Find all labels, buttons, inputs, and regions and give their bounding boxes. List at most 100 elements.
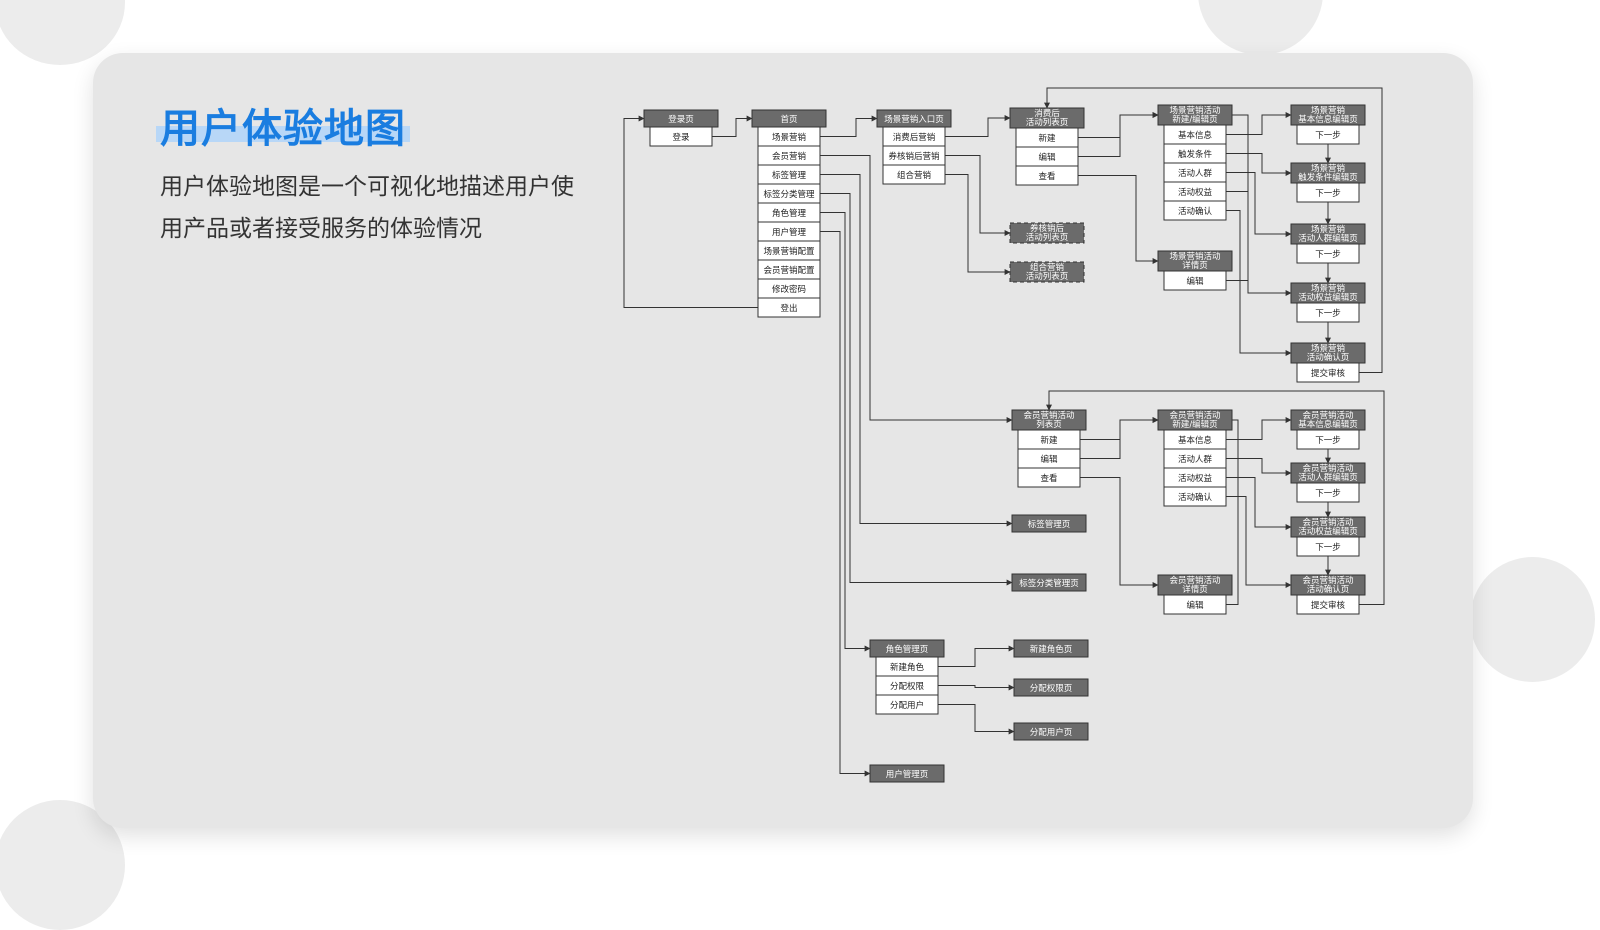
node-title: 活动列表页 [1026, 271, 1069, 282]
node-item: 编辑 [1186, 600, 1204, 611]
node-title: 角色管理页 [886, 644, 929, 655]
connector [938, 684, 1015, 691]
node-title: 场景营销 [1311, 224, 1346, 235]
connector [820, 115, 878, 137]
connector [1226, 153, 1292, 176]
node-item: 分配用户 [890, 700, 924, 711]
node-item: 场景营销配置 [763, 246, 815, 257]
connector [820, 193, 1013, 586]
node-title: 详情页 [1182, 260, 1208, 271]
node-title: 会员营销活动 [1302, 463, 1354, 474]
node-title: 会员营销活动 [1302, 517, 1354, 528]
node-title: 新建/编辑页 [1172, 114, 1217, 125]
node-item-cell [1015, 165, 1079, 186]
node-item: 活动权益 [1178, 473, 1213, 484]
node-title: 基本信息编辑页 [1298, 419, 1358, 430]
connector [1078, 112, 1159, 157]
node-tag-page: 标签管理页 [1011, 514, 1087, 533]
node-item-cell [1163, 270, 1227, 291]
connector [1080, 477, 1159, 588]
node-title: 活动列表页 [1026, 232, 1069, 243]
node-title: 新建/编辑页 [1172, 419, 1217, 430]
connector [1226, 210, 1292, 356]
node-title: 登录页 [668, 114, 694, 125]
node-title: 活动人群编辑页 [1298, 472, 1358, 483]
page-description: 用户体验地图是一个可视化地描述用户使用产品或者接受服务的体验情况 [160, 174, 574, 242]
node-item: 下一步 [1315, 489, 1341, 499]
node-tagcat-page: 标签分类管理页 [1011, 573, 1087, 592]
title-highlight [156, 126, 410, 142]
node-item: 下一步 [1315, 189, 1341, 199]
node-header [1009, 261, 1085, 283]
node-item: 组合营销 [897, 170, 932, 181]
node-user-page: 用户管理页 [869, 764, 945, 783]
node-header [1011, 514, 1087, 533]
connector [1226, 458, 1292, 476]
node-title: 标签分类管理页 [1019, 578, 1079, 589]
node-item-cell [875, 694, 939, 715]
node-title: 场景营销活动 [1169, 251, 1221, 262]
node-title: 场景营销 [1311, 163, 1346, 174]
node-item: 下一步 [1315, 309, 1341, 319]
node-item: 触发条件 [1178, 149, 1213, 160]
experience-map-diagram: 登录页登录首页场景营销会员营销标签管理标签分类管理角色管理用户管理场景营销配置会… [623, 87, 1385, 783]
node-title: 活动列表页 [1026, 117, 1069, 128]
node-item: 基本信息 [1178, 435, 1213, 446]
node-item-cell [1296, 536, 1360, 557]
node-item: 标签管理 [772, 170, 807, 181]
node-item-cell [1296, 362, 1360, 383]
connector [1080, 417, 1159, 440]
connector [820, 231, 871, 777]
node-item: 活动权益 [1178, 187, 1213, 198]
node-item-cell [1163, 594, 1227, 615]
connector [1078, 112, 1159, 138]
node-item: 标签分类管理 [763, 189, 815, 200]
node-perm-page: 分配权限页 [1013, 678, 1089, 697]
connector [623, 115, 820, 308]
node-title: 场景营销 [1311, 283, 1346, 294]
node-title: 新建角色页 [1030, 644, 1073, 655]
node-title: 列表页 [1036, 419, 1062, 430]
node-item: 场景营销 [772, 132, 807, 143]
node-item: 新建角色 [890, 662, 925, 673]
node-title: 活动权益编辑页 [1298, 292, 1358, 303]
node-item-cell [1296, 182, 1360, 203]
node-item-cell [1163, 486, 1227, 507]
page-title: 用户体验地图 [160, 106, 406, 152]
connector [945, 155, 1011, 236]
node-item-cell [1296, 243, 1360, 264]
node-item: 活动确认 [1178, 206, 1213, 217]
node-item-cell [882, 164, 946, 185]
node-header [1013, 722, 1089, 741]
node-title: 分配用户页 [1030, 727, 1073, 738]
node-title: 组合营销 [1030, 262, 1065, 273]
connector [712, 115, 753, 137]
node-title: 活动确认页 [1307, 352, 1350, 363]
connector [820, 174, 1013, 527]
node-item: 活动人群 [1178, 168, 1213, 179]
node-item: 提交审核 [1311, 368, 1346, 379]
connector [1226, 417, 1292, 440]
connector [945, 115, 1011, 137]
node-title: 场景营销 [1311, 343, 1346, 354]
node-item: 下一步 [1315, 250, 1341, 260]
connector [1046, 390, 1385, 605]
node-item-cell [1017, 467, 1081, 488]
